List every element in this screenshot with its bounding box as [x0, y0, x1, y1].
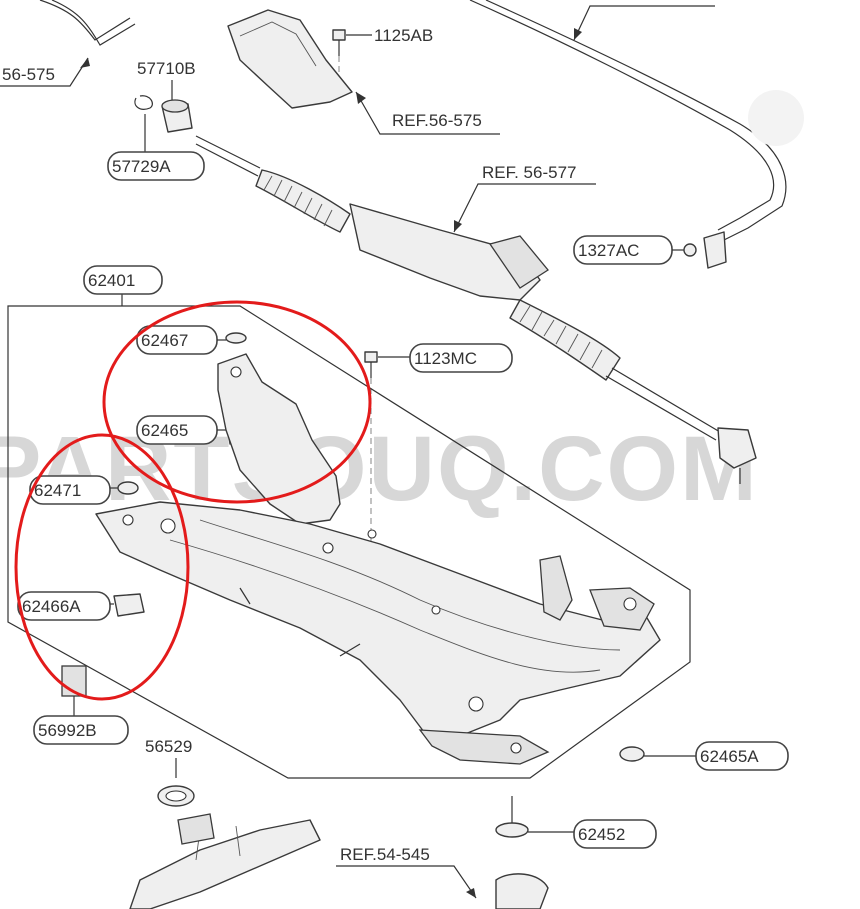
- washer-62471: [117, 481, 139, 495]
- leader-arrowhead: [466, 888, 476, 898]
- label-62471: 62471: [34, 481, 81, 500]
- callout-box-56992B: [33, 715, 129, 745]
- highlight-circle-lower-mount: [14, 433, 190, 701]
- callout-box-57729A: [107, 151, 205, 181]
- label-62401: 62401: [88, 271, 135, 290]
- stabilizer-bar-fragment-left: [39, 0, 136, 46]
- label-62466A: 62466A: [22, 597, 81, 616]
- bolt-62452: [495, 796, 529, 838]
- callout-box-62465A: [695, 741, 789, 771]
- mount-bushing-62465A: [619, 746, 645, 762]
- label-1327AC: 1327AC: [578, 241, 639, 260]
- stabilizer-bar: [469, 0, 787, 269]
- mount-bushing-62466A: [113, 593, 145, 617]
- label-1125AB: 1125AB: [374, 26, 433, 45]
- label-57710B: 57710B: [137, 59, 196, 78]
- label-57729A: 57729A: [112, 157, 171, 176]
- leader-ref-54-545: [336, 865, 477, 899]
- front-crossmember-subframe: [95, 353, 661, 765]
- washer-62467: [225, 332, 247, 344]
- watermark-text: PARTSOUQ.COM: [0, 418, 759, 520]
- label-1123MC: 1123MC: [414, 349, 477, 368]
- callout-box-62471: [29, 475, 111, 505]
- leader-arrowhead: [80, 58, 90, 68]
- leader-ref-56-577: [453, 183, 596, 233]
- callout-box-1123MC: [409, 343, 513, 373]
- callout-box-62466A: [17, 591, 111, 621]
- label-56992B: 56992B: [38, 721, 97, 740]
- decorative-faint-circle: [748, 90, 804, 146]
- highlight-circle-upper-mount: [102, 300, 372, 504]
- callout-box-62452: [573, 819, 657, 849]
- leader-arrowhead: [574, 28, 582, 40]
- stabilizer-bushing-57710B: [161, 99, 193, 133]
- leader-arrowhead: [454, 220, 462, 232]
- label-56529: 56529: [145, 737, 192, 756]
- label-ref-56-577: REF. 56-577: [482, 163, 577, 182]
- label-ref-56-575-top-left: 56-575: [2, 65, 55, 84]
- label-62467: 62467: [141, 331, 188, 350]
- leader-stabilizer-ref: [573, 5, 715, 41]
- assembly-bracket-outline: [7, 305, 691, 779]
- label-62465: 62465: [141, 421, 188, 440]
- seal-inner-ring: [165, 790, 187, 802]
- lower-shaft-part: [129, 813, 549, 909]
- leader-ref-56-575: [355, 91, 500, 135]
- callout-box-62401: [83, 265, 163, 295]
- label-ref-56-575: REF.56-575: [392, 111, 482, 130]
- nut-1327AC: [683, 243, 697, 257]
- steering-gear-rack: [195, 135, 757, 484]
- label-ref-54-545: REF.54-545: [340, 845, 430, 864]
- label-62465A: 62465A: [700, 747, 759, 766]
- leader-arrowhead: [356, 92, 366, 104]
- heat-shield-part: [227, 9, 353, 109]
- label-62452: 62452: [578, 825, 625, 844]
- bushing-clamp-57729A: [134, 95, 153, 110]
